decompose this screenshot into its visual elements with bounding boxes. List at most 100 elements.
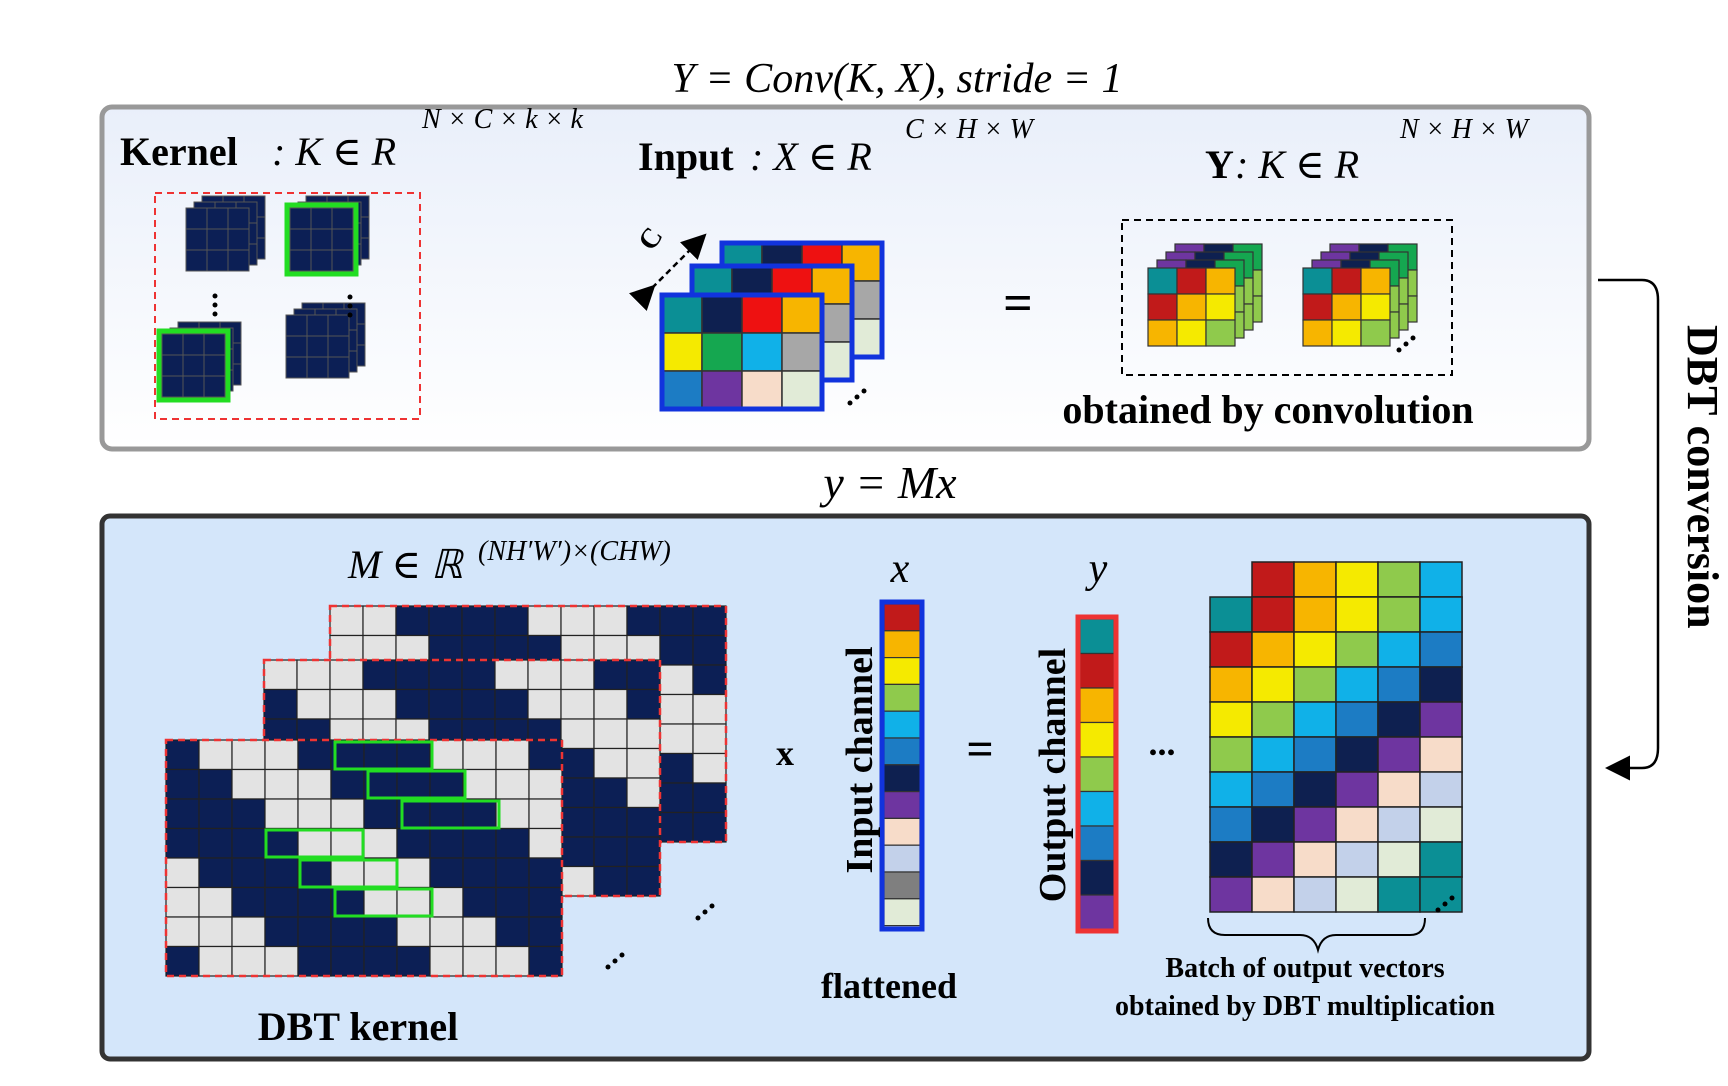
grid-cell bbox=[1419, 561, 1463, 598]
grid-cell bbox=[1293, 666, 1337, 703]
grid-cell bbox=[185, 249, 208, 272]
dot bbox=[847, 400, 853, 406]
grid-cell bbox=[1377, 736, 1421, 773]
grid-cell bbox=[1335, 666, 1379, 703]
grid-cell bbox=[1251, 736, 1295, 773]
grid-cell bbox=[263, 688, 298, 720]
grid-cell bbox=[462, 768, 497, 800]
grid-cell bbox=[781, 332, 823, 372]
grid-cell bbox=[1419, 876, 1463, 913]
grid-cell bbox=[395, 605, 430, 637]
dot bbox=[612, 958, 618, 964]
grid-cell bbox=[264, 916, 299, 948]
grid-cell bbox=[528, 739, 563, 771]
output-stacks bbox=[1147, 243, 1418, 353]
grid-cell bbox=[296, 688, 331, 720]
grid-cell bbox=[659, 811, 694, 843]
y-vector-outline bbox=[1075, 614, 1119, 934]
grid-cell bbox=[165, 916, 200, 948]
grid-cell bbox=[285, 314, 308, 337]
dbt-green-block bbox=[333, 740, 434, 771]
grid-cell bbox=[527, 688, 562, 720]
grid-cell bbox=[659, 693, 694, 725]
grid-cell bbox=[297, 857, 332, 889]
grid-cell bbox=[1293, 631, 1337, 668]
grid-cell bbox=[227, 228, 250, 251]
grid-cell bbox=[231, 739, 266, 771]
grid-cell bbox=[527, 605, 562, 637]
grid-cell bbox=[1209, 876, 1253, 913]
grid-cell bbox=[1209, 701, 1253, 738]
matrix-formula: M ∈ ℝ bbox=[347, 542, 465, 587]
grid-cell bbox=[1209, 841, 1253, 878]
grid-cell bbox=[527, 659, 562, 691]
grid-cell bbox=[495, 798, 530, 830]
grid-cell bbox=[363, 857, 398, 889]
grid-cell bbox=[528, 857, 563, 889]
grid-cell bbox=[495, 739, 530, 771]
grid-cell bbox=[1331, 319, 1362, 347]
grid-cell bbox=[1205, 267, 1236, 295]
grid-cell bbox=[363, 739, 398, 771]
grid-cell bbox=[182, 333, 205, 356]
grid-cell bbox=[363, 916, 398, 948]
grid-cell bbox=[462, 886, 497, 918]
grid-cell bbox=[495, 768, 530, 800]
grid-cell bbox=[560, 688, 595, 720]
grid-cell bbox=[1419, 806, 1463, 843]
x-vector-cell bbox=[883, 764, 921, 793]
grid-cell bbox=[330, 857, 365, 889]
grid-cell bbox=[396, 945, 431, 977]
x-vector-cell bbox=[883, 898, 921, 927]
grid-cell bbox=[1331, 267, 1362, 295]
grid-cell bbox=[593, 836, 628, 868]
grid-cell bbox=[331, 207, 354, 230]
grid-cell bbox=[626, 836, 661, 868]
grid-cell bbox=[1293, 701, 1337, 738]
dbt-matrix bbox=[165, 739, 563, 977]
grid-cell bbox=[264, 945, 299, 977]
convolution-caption: obtained by convolution bbox=[1062, 387, 1473, 432]
dot bbox=[1396, 347, 1402, 353]
grid-cell bbox=[626, 688, 661, 720]
y-vector-cell bbox=[1079, 894, 1115, 931]
grid-cell bbox=[329, 605, 364, 637]
grid-cell bbox=[661, 370, 703, 410]
grid-cell bbox=[741, 332, 783, 372]
grid-cell bbox=[560, 806, 595, 838]
y-vector-cell bbox=[1079, 790, 1115, 827]
grid-cell bbox=[330, 945, 365, 977]
grid-cell bbox=[659, 782, 694, 814]
grid-cell bbox=[1293, 876, 1337, 913]
grid-cell bbox=[161, 333, 184, 356]
grid-cell bbox=[198, 945, 233, 977]
x-vector-cell bbox=[883, 603, 921, 632]
grid-cell bbox=[198, 827, 233, 859]
dbt-kernel bbox=[164, 604, 728, 978]
grid-cell bbox=[310, 249, 333, 272]
kernel-formula: : K ∈ R bbox=[272, 129, 396, 174]
grid-cell bbox=[1419, 666, 1463, 703]
grid-cell bbox=[495, 945, 530, 977]
grid-cell bbox=[1419, 771, 1463, 808]
input-formula: : X ∈ R bbox=[750, 134, 872, 179]
grid-cell bbox=[264, 739, 299, 771]
grid-cell bbox=[429, 798, 464, 830]
grid-cell bbox=[462, 739, 497, 771]
grid-cell bbox=[1419, 596, 1463, 633]
input-tensor bbox=[659, 240, 885, 412]
dbt-green-block bbox=[400, 799, 501, 830]
grid-cell bbox=[701, 294, 743, 334]
kernel-highlight bbox=[156, 328, 231, 403]
y-vector-cell bbox=[1079, 721, 1115, 758]
grid-cell bbox=[528, 768, 563, 800]
grid-cell bbox=[1419, 841, 1463, 878]
y-vector-cell bbox=[1079, 618, 1115, 655]
grid-cell bbox=[626, 718, 661, 750]
grid-cell bbox=[461, 659, 496, 691]
grid-cell bbox=[231, 857, 266, 889]
x-vector-cell bbox=[883, 790, 921, 819]
grid-cell bbox=[203, 375, 226, 398]
grid-cell bbox=[528, 886, 563, 918]
grid-cell bbox=[227, 207, 250, 230]
